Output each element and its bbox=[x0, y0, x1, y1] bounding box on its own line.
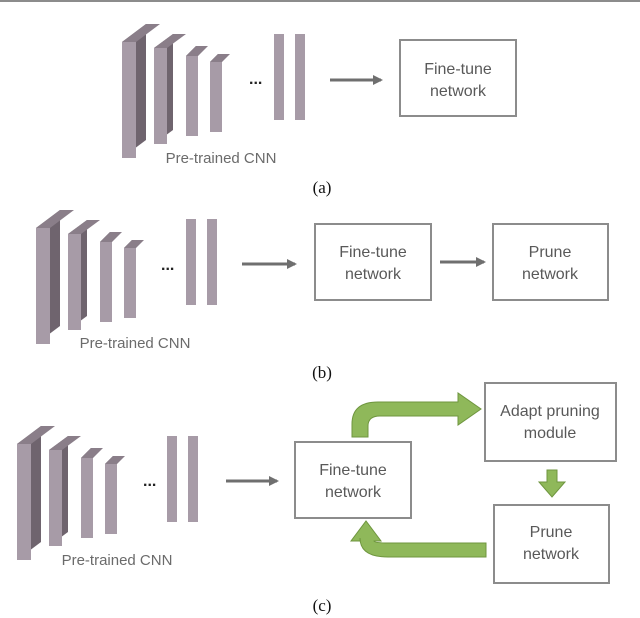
cnn-layer-top bbox=[49, 436, 81, 450]
box-line-1: Fine-tune bbox=[319, 462, 387, 479]
box-line-1: Adapt pruning bbox=[500, 403, 600, 420]
box-line-1: Fine-tune bbox=[424, 61, 492, 78]
box-line-2: network bbox=[523, 546, 580, 563]
prune-box: Prune network bbox=[493, 504, 610, 584]
ellipsis-text: ... bbox=[143, 473, 156, 490]
cnn-layer-front bbox=[81, 458, 93, 538]
box-line-2: network bbox=[345, 266, 402, 283]
cnn-layer-front bbox=[49, 450, 62, 546]
cnn-layer-top bbox=[210, 54, 230, 62]
box-line-2: network bbox=[325, 484, 382, 501]
cnn-layer-front bbox=[68, 234, 81, 330]
cnn-layer-front bbox=[105, 464, 117, 534]
panel-b: ... Fine-tune network Prune network Pre-… bbox=[36, 210, 609, 382]
box-line-2: network bbox=[430, 83, 487, 100]
finetune-box: Fine-tune network bbox=[399, 39, 517, 117]
cnn-layer-top bbox=[124, 240, 144, 248]
cnn-layer-front bbox=[210, 62, 222, 132]
finetune-box: Fine-tune network bbox=[294, 441, 412, 519]
box-line-1: Fine-tune bbox=[339, 244, 407, 261]
cnn-label: Pre-trained CNN bbox=[62, 552, 173, 569]
box-line-1: Prune bbox=[530, 524, 573, 541]
cnn-layer-front bbox=[154, 48, 167, 144]
cnn-layer-front bbox=[36, 228, 50, 344]
cnn-layer-top bbox=[154, 34, 186, 48]
fc-bar bbox=[186, 219, 196, 305]
cnn-layer-front bbox=[100, 242, 112, 322]
green-curved-arrow-up bbox=[351, 392, 482, 438]
fc-bar bbox=[207, 219, 217, 305]
cnn-layer-front bbox=[186, 56, 198, 136]
cnn-layer-front bbox=[17, 444, 31, 560]
fc-bar bbox=[295, 34, 305, 120]
cnn-layer-top bbox=[100, 232, 122, 242]
cnn-layer-top bbox=[186, 46, 208, 56]
cnn-layer-front bbox=[124, 248, 136, 318]
cnn-layer-top bbox=[17, 426, 55, 444]
ellipsis-text: ... bbox=[161, 257, 174, 274]
cnn-stack bbox=[36, 210, 144, 344]
finetune-box: Fine-tune network bbox=[314, 223, 432, 301]
box-line-1: Prune bbox=[529, 244, 572, 261]
fc-bar bbox=[188, 436, 198, 522]
cnn-layer-top bbox=[68, 220, 100, 234]
cnn-layer-front bbox=[122, 42, 136, 158]
box-line-2: network bbox=[522, 266, 579, 283]
cnn-layer-top bbox=[105, 456, 125, 464]
ellipsis-text: ... bbox=[249, 71, 262, 88]
panel-a: ... Fine-tune network Pre-trained CNN (a… bbox=[122, 24, 517, 197]
adapt-pruning-box: Adapt pruning module bbox=[484, 382, 617, 462]
cnn-stack bbox=[17, 426, 125, 560]
cnn-layer-top bbox=[122, 24, 160, 42]
panel-caption: (a) bbox=[313, 178, 332, 197]
panel-c: ... Fine-tune network Adapt pruning modu… bbox=[17, 382, 617, 615]
green-curved-arrow-back bbox=[350, 520, 487, 558]
fc-bar bbox=[274, 34, 284, 120]
fc-bar bbox=[167, 436, 177, 522]
box-line-2: module bbox=[524, 425, 577, 442]
cnn-stack bbox=[122, 24, 230, 158]
cnn-layer-top bbox=[81, 448, 103, 458]
cnn-layer-top bbox=[36, 210, 74, 228]
panel-caption: (c) bbox=[313, 596, 332, 615]
panel-caption: (b) bbox=[312, 363, 332, 382]
cnn-label: Pre-trained CNN bbox=[166, 150, 277, 167]
cnn-label: Pre-trained CNN bbox=[80, 335, 191, 352]
prune-box: Prune network bbox=[492, 223, 609, 301]
green-down-arrow bbox=[537, 469, 567, 498]
